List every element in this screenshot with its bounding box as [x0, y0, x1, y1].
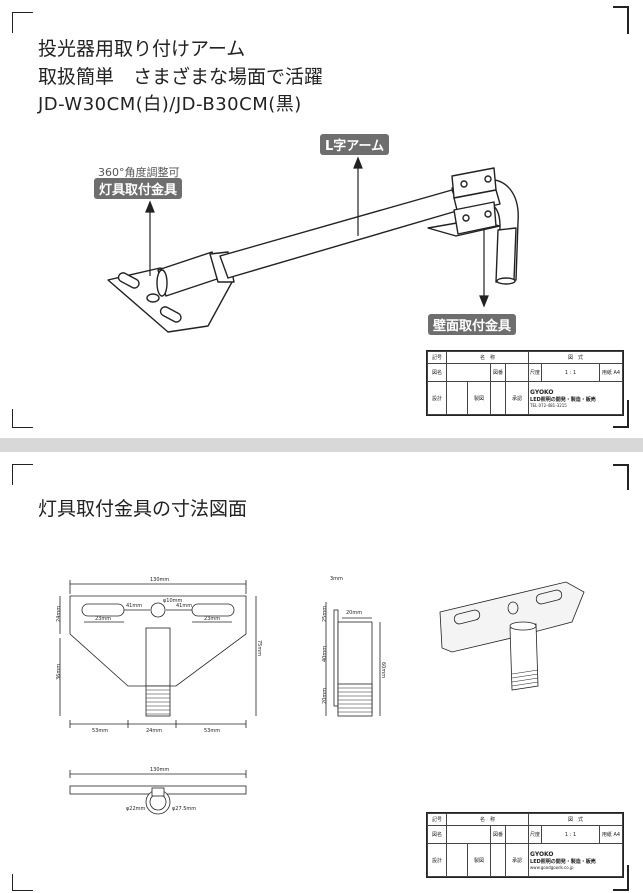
svg-text:3mm: 3mm	[330, 576, 343, 582]
title-line-3: JD-W30CM(白)/JD-B30CM(黒)	[38, 94, 302, 115]
svg-text:φ27.5mm: φ27.5mm	[172, 806, 196, 812]
svg-text:25mm: 25mm	[322, 606, 328, 622]
svg-text:41mm: 41mm	[176, 603, 192, 609]
svg-text:23mm: 23mm	[95, 616, 111, 622]
svg-text:23mm: 23mm	[204, 616, 220, 622]
svg-text:24mm: 24mm	[56, 606, 62, 622]
svg-text:φ22mm: φ22mm	[126, 806, 146, 812]
svg-text:24mm: 24mm	[146, 728, 162, 734]
sheet-separator	[0, 438, 643, 452]
svg-text:60mm: 60mm	[380, 662, 386, 678]
arm-illustration	[107, 156, 519, 333]
svg-text:20mm: 20mm	[346, 610, 362, 616]
title-line-2: 取扱簡単 さまざまな場面で活躍	[38, 66, 324, 88]
label-wall-bracket: 壁面取付金具	[428, 314, 517, 335]
label-fixture-bracket: 灯具取付金具	[94, 178, 183, 199]
label-360-angle: 360°角度調整可	[98, 166, 180, 179]
svg-text:36mm: 36mm	[56, 664, 62, 680]
svg-text:41mm: 41mm	[126, 603, 142, 609]
svg-text:20mm: 20mm	[322, 688, 328, 704]
sheet-dimensions: 灯具取付金具の寸法図面	[0, 452, 643, 893]
dimension-page-title: 灯具取付金具の寸法図面	[38, 498, 248, 520]
svg-text:53mm: 53mm	[92, 728, 108, 734]
frame-corner	[613, 6, 629, 34]
svg-text:53mm: 53mm	[204, 728, 220, 734]
title-block-2: 記号 名 称 図 式 図名 図番 尺度 1 : 1 用紙 A4 設計 製図 承認	[426, 812, 624, 878]
title-line-1: 投光器用取り付けアーム	[38, 38, 246, 60]
svg-text:φ10mm: φ10mm	[163, 598, 183, 604]
svg-text:130mm: 130mm	[150, 577, 169, 583]
svg-text:75mm: 75mm	[256, 640, 262, 656]
title-block: 記号 名 称 図 式 図名 図番 尺度 1 : 1 用紙 A4 設計 製図 承認	[426, 350, 624, 416]
label-l-arm: L字アーム	[320, 134, 390, 155]
dimension-drawings: 130mm 23mm 23mm 41mm 41mm φ10mm 24mm 36m…	[56, 576, 585, 815]
sheet-overview: 投光器用取り付けアーム 取扱簡単 さまざまな場面で活躍 JD-W30CM(白)/…	[0, 0, 643, 438]
svg-text:40mm: 40mm	[322, 646, 328, 662]
svg-text:130mm: 130mm	[150, 767, 169, 773]
